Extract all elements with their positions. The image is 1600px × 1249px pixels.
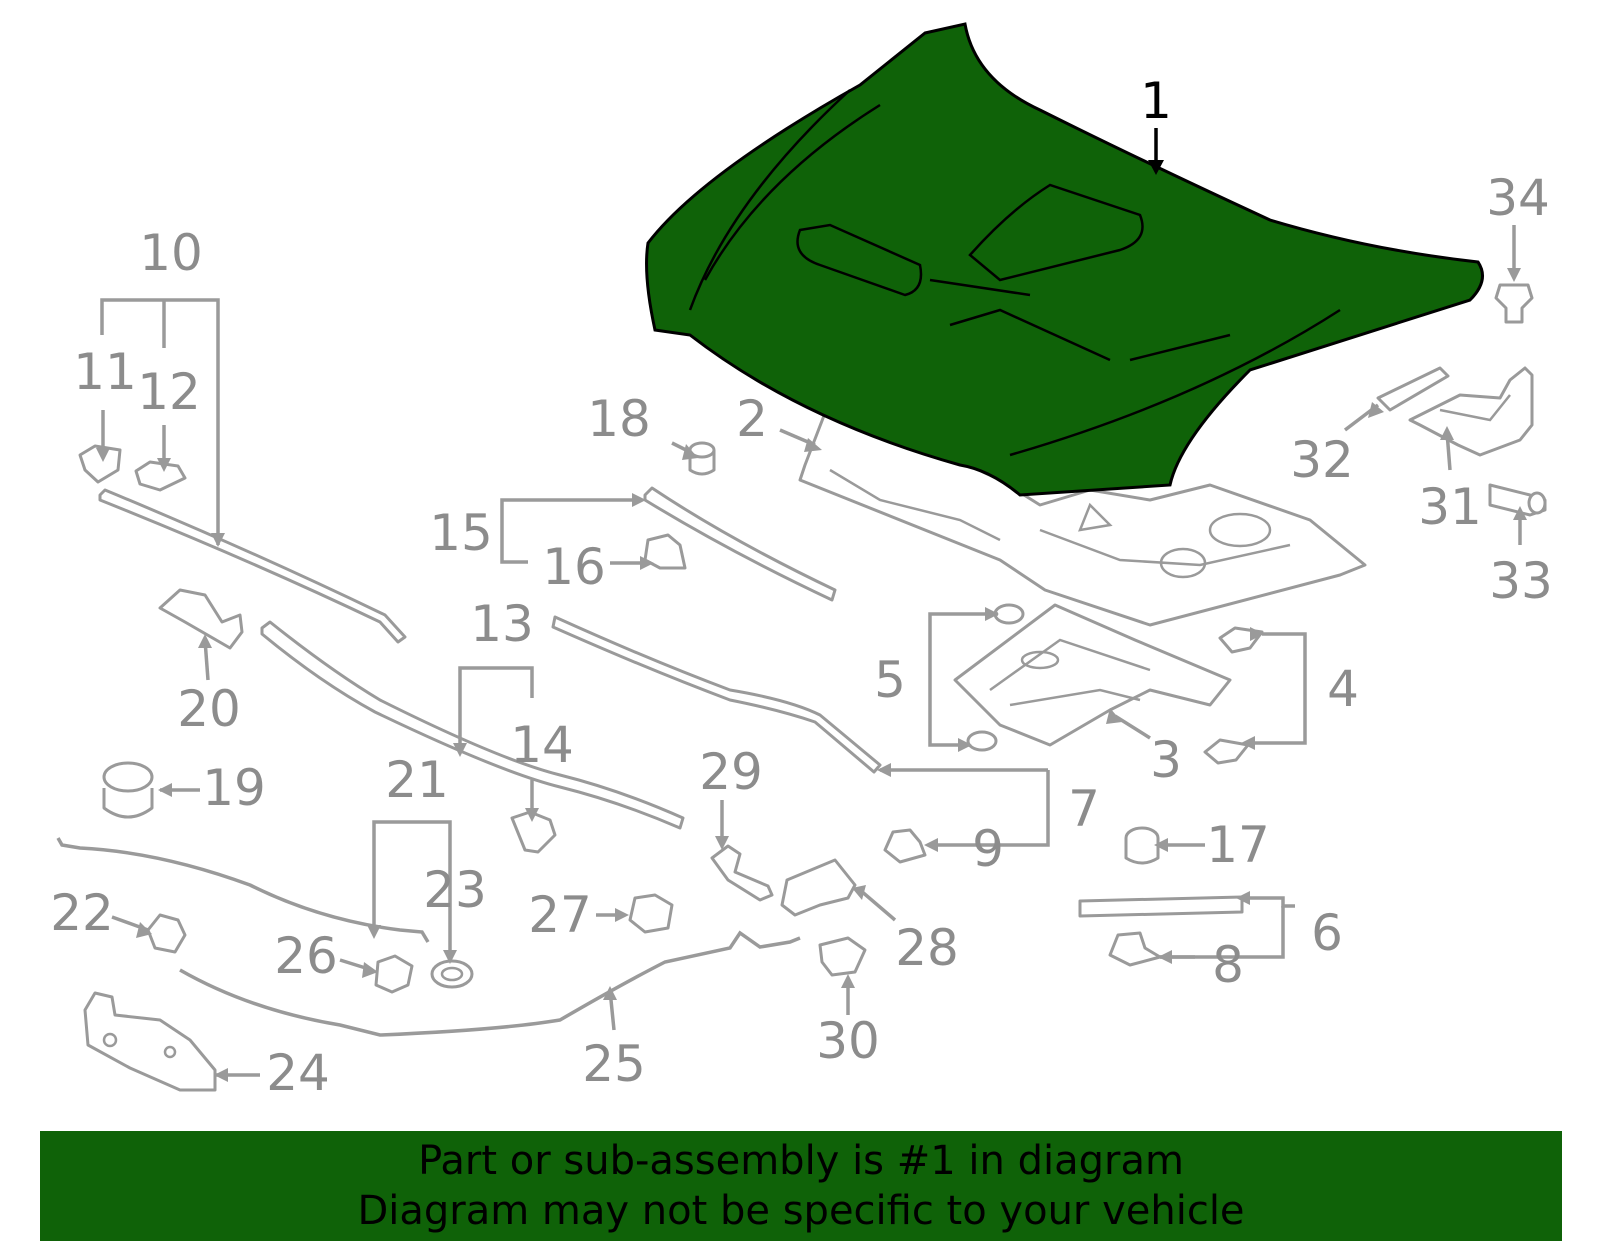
part-34-bolt[interactable] xyxy=(1494,283,1534,324)
callout-28[interactable]: 28 xyxy=(895,919,959,977)
callout-25[interactable]: 25 xyxy=(582,1035,646,1093)
callout-9[interactable]: 9 xyxy=(972,820,1004,878)
part-26-clip[interactable] xyxy=(374,954,414,994)
callout-8[interactable]: 8 xyxy=(1212,936,1244,994)
callout-5[interactable]: 5 xyxy=(874,651,906,709)
callout-30[interactable]: 30 xyxy=(816,1012,880,1070)
banner-line-1: Part or sub-assembly is #1 in diagram xyxy=(418,1138,1184,1184)
callout-12[interactable]: 12 xyxy=(137,363,201,421)
part-27-clip[interactable] xyxy=(628,893,674,934)
callout-27[interactable]: 27 xyxy=(528,886,592,944)
callout-24[interactable]: 24 xyxy=(266,1044,330,1102)
part-24-hood-lock[interactable] xyxy=(83,991,217,1092)
callout-31[interactable]: 31 xyxy=(1418,478,1482,536)
part-33-bolt[interactable] xyxy=(1488,483,1547,517)
part-19-bumper[interactable] xyxy=(102,761,154,819)
part-20-bracket[interactable] xyxy=(158,588,244,650)
part-32-hinge-plate[interactable] xyxy=(1376,366,1450,412)
part-17-bumper[interactable] xyxy=(1124,826,1160,865)
callout-13[interactable]: 13 xyxy=(470,595,534,653)
part-11-clip[interactable] xyxy=(78,444,122,484)
callout-7[interactable]: 7 xyxy=(1068,780,1100,838)
part-22-bracket[interactable] xyxy=(146,913,187,954)
callout-16[interactable]: 16 xyxy=(542,538,606,596)
callout-4[interactable]: 4 xyxy=(1327,660,1359,718)
part-12-clip[interactable] xyxy=(134,460,187,492)
part-28-bracket[interactable] xyxy=(780,858,857,917)
part-6-seal[interactable] xyxy=(1078,895,1244,918)
part-30-cable-holder[interactable] xyxy=(818,936,867,977)
part-31-hinge[interactable] xyxy=(1408,366,1534,457)
callout-20[interactable]: 20 xyxy=(177,680,241,738)
part-10-seal[interactable] xyxy=(98,488,407,644)
callout-34[interactable]: 34 xyxy=(1486,169,1550,227)
arrow-heads xyxy=(96,160,1527,1082)
callout-21[interactable]: 21 xyxy=(385,751,449,809)
callout-11[interactable]: 11 xyxy=(73,343,137,401)
part-29-bolt[interactable] xyxy=(710,844,774,902)
part-15-seal[interactable] xyxy=(643,486,837,602)
callout-18[interactable]: 18 xyxy=(587,390,651,448)
callout-3[interactable]: 3 xyxy=(1150,731,1182,789)
part-8-clip[interactable] xyxy=(1108,931,1162,967)
parts-diagram: 1234567891011121314151617181920212223242… xyxy=(50,22,1553,1102)
part-3-insulator-panel[interactable] xyxy=(953,603,1232,747)
part-13-weatherstrip[interactable] xyxy=(260,620,685,830)
part-23-grommet[interactable] xyxy=(430,959,474,989)
callout-26[interactable]: 26 xyxy=(274,927,338,985)
callout-29[interactable]: 29 xyxy=(699,743,763,801)
part-7-weatherstrip[interactable] xyxy=(551,615,882,774)
leader-lines xyxy=(100,128,1522,1077)
callout-1[interactable]: 1 xyxy=(1140,72,1172,130)
callout-32[interactable]: 32 xyxy=(1290,431,1354,489)
callout-23[interactable]: 23 xyxy=(423,861,487,919)
callout-17[interactable]: 17 xyxy=(1206,816,1270,874)
part-25-release-cable[interactable] xyxy=(179,930,801,1037)
callout-33[interactable]: 33 xyxy=(1489,552,1553,610)
callout-6[interactable]: 6 xyxy=(1311,904,1343,962)
info-banner: Part or sub-assembly is #1 in diagram Di… xyxy=(40,1131,1562,1241)
callout-14[interactable]: 14 xyxy=(510,716,574,774)
callout-15[interactable]: 15 xyxy=(429,504,493,562)
callout-2[interactable]: 2 xyxy=(736,390,768,448)
callout-19[interactable]: 19 xyxy=(202,759,266,817)
callout-22[interactable]: 22 xyxy=(50,884,114,942)
part-1-hood[interactable] xyxy=(645,22,1484,497)
part-21-release-cable[interactable] xyxy=(56,837,430,943)
banner-line-2: Diagram may not be specific to your vehi… xyxy=(357,1188,1245,1234)
part-9-clip[interactable] xyxy=(883,828,927,864)
callout-10[interactable]: 10 xyxy=(139,224,203,282)
